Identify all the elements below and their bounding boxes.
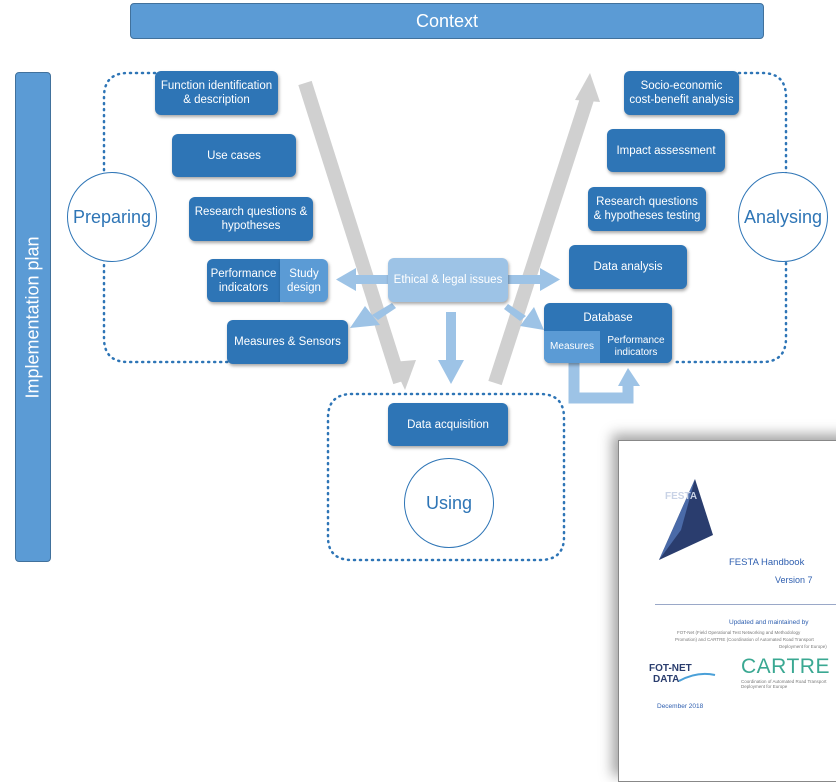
cartre-logo: CARTRE xyxy=(741,655,830,678)
using-loop xyxy=(326,392,566,562)
preparing-circle: Preparing xyxy=(67,172,157,262)
socio-economic-box: Socio-economic cost-benefit analysis xyxy=(624,71,739,115)
database-measures-box: Measures xyxy=(544,331,600,363)
data-analysis-label: Data analysis xyxy=(593,261,663,273)
database-measures-label: Measures xyxy=(550,341,594,352)
fot-net-logo-top: FOT-NET xyxy=(649,663,692,674)
measures-sensors-label: Measures & Sensors xyxy=(234,336,341,348)
research-questions-box: Research questions & hypotheses xyxy=(189,197,313,241)
using-circle: Using xyxy=(404,458,494,548)
implementation-plan-bar: Implementation plan xyxy=(15,72,51,562)
fot-net-logo-bottom: DATA xyxy=(653,674,680,685)
v-arrows xyxy=(298,73,600,390)
cartre-line: Promotion) and CARTRE (Coordination of A… xyxy=(675,637,814,642)
use-cases-box: Use cases xyxy=(172,134,296,177)
use-cases-label: Use cases xyxy=(207,149,261,162)
analysing-label: Analysing xyxy=(743,206,823,227)
impact-assessment-label: Impact assessment xyxy=(616,144,716,157)
impact-assessment-box: Impact assessment xyxy=(607,129,725,172)
handbook-version: Version 7 xyxy=(775,575,813,585)
maintained-by: Updated and maintained by xyxy=(729,619,809,626)
fot-net-swoosh-icon xyxy=(678,672,716,682)
using-label: Using xyxy=(425,492,473,513)
cover-divider xyxy=(655,604,836,605)
cover-date: December 2018 xyxy=(657,703,704,710)
database-label: Database xyxy=(583,312,633,324)
database-performance-box: Performance indicators xyxy=(600,331,672,363)
performance-indicators-box: Performance indicators xyxy=(207,259,280,302)
research-testing-label: Research questions & hypotheses testing xyxy=(593,196,701,222)
research-questions-label: Research questions & hypotheses xyxy=(194,206,308,232)
ethical-legal-label: Ethical & legal issues xyxy=(393,274,503,286)
ethical-legal-box: Ethical & legal issues xyxy=(388,258,508,302)
study-design-label: Study design xyxy=(287,267,321,294)
socio-economic-label: Socio-economic cost-benefit analysis xyxy=(629,80,734,106)
ethical-arrows xyxy=(336,268,640,404)
handbook-title: FESTA Handbook xyxy=(729,557,805,568)
deployment-line: Deployment for Europe) xyxy=(779,644,827,649)
database-performance-label: Performance indicators xyxy=(607,335,665,358)
preparing-label: Preparing xyxy=(72,206,152,227)
data-analysis-box: Data analysis xyxy=(569,245,687,289)
analysing-circle: Analysing xyxy=(738,172,828,262)
festa-logo-icon xyxy=(659,479,713,560)
study-design-box: Study design xyxy=(280,259,328,302)
data-acquisition-label: Data acquisition xyxy=(407,418,489,431)
context-bar: Context xyxy=(130,3,764,39)
implementation-label: Implementation plan xyxy=(22,235,43,399)
context-label: Context xyxy=(415,10,479,31)
function-identification-label: Function identification & description xyxy=(160,80,273,106)
cartre-subtitle: Coordination of Automated Road Transport… xyxy=(741,679,827,689)
function-identification-box: Function identification & description xyxy=(155,71,278,115)
measures-sensors-box: Measures & Sensors xyxy=(227,320,348,364)
performance-indicators-label: Performance indicators xyxy=(210,267,277,294)
fot-net-line: FOT-Net (Field Operational Test Networki… xyxy=(677,630,801,635)
data-acquisition-box: Data acquisition xyxy=(388,403,508,446)
research-testing-box: Research questions & hypotheses testing xyxy=(588,187,706,231)
festa-handbook-cover: FESTA FESTA Handbook Version 7 Updated a… xyxy=(618,440,836,782)
festa-logo-text: FESTA xyxy=(665,491,698,502)
